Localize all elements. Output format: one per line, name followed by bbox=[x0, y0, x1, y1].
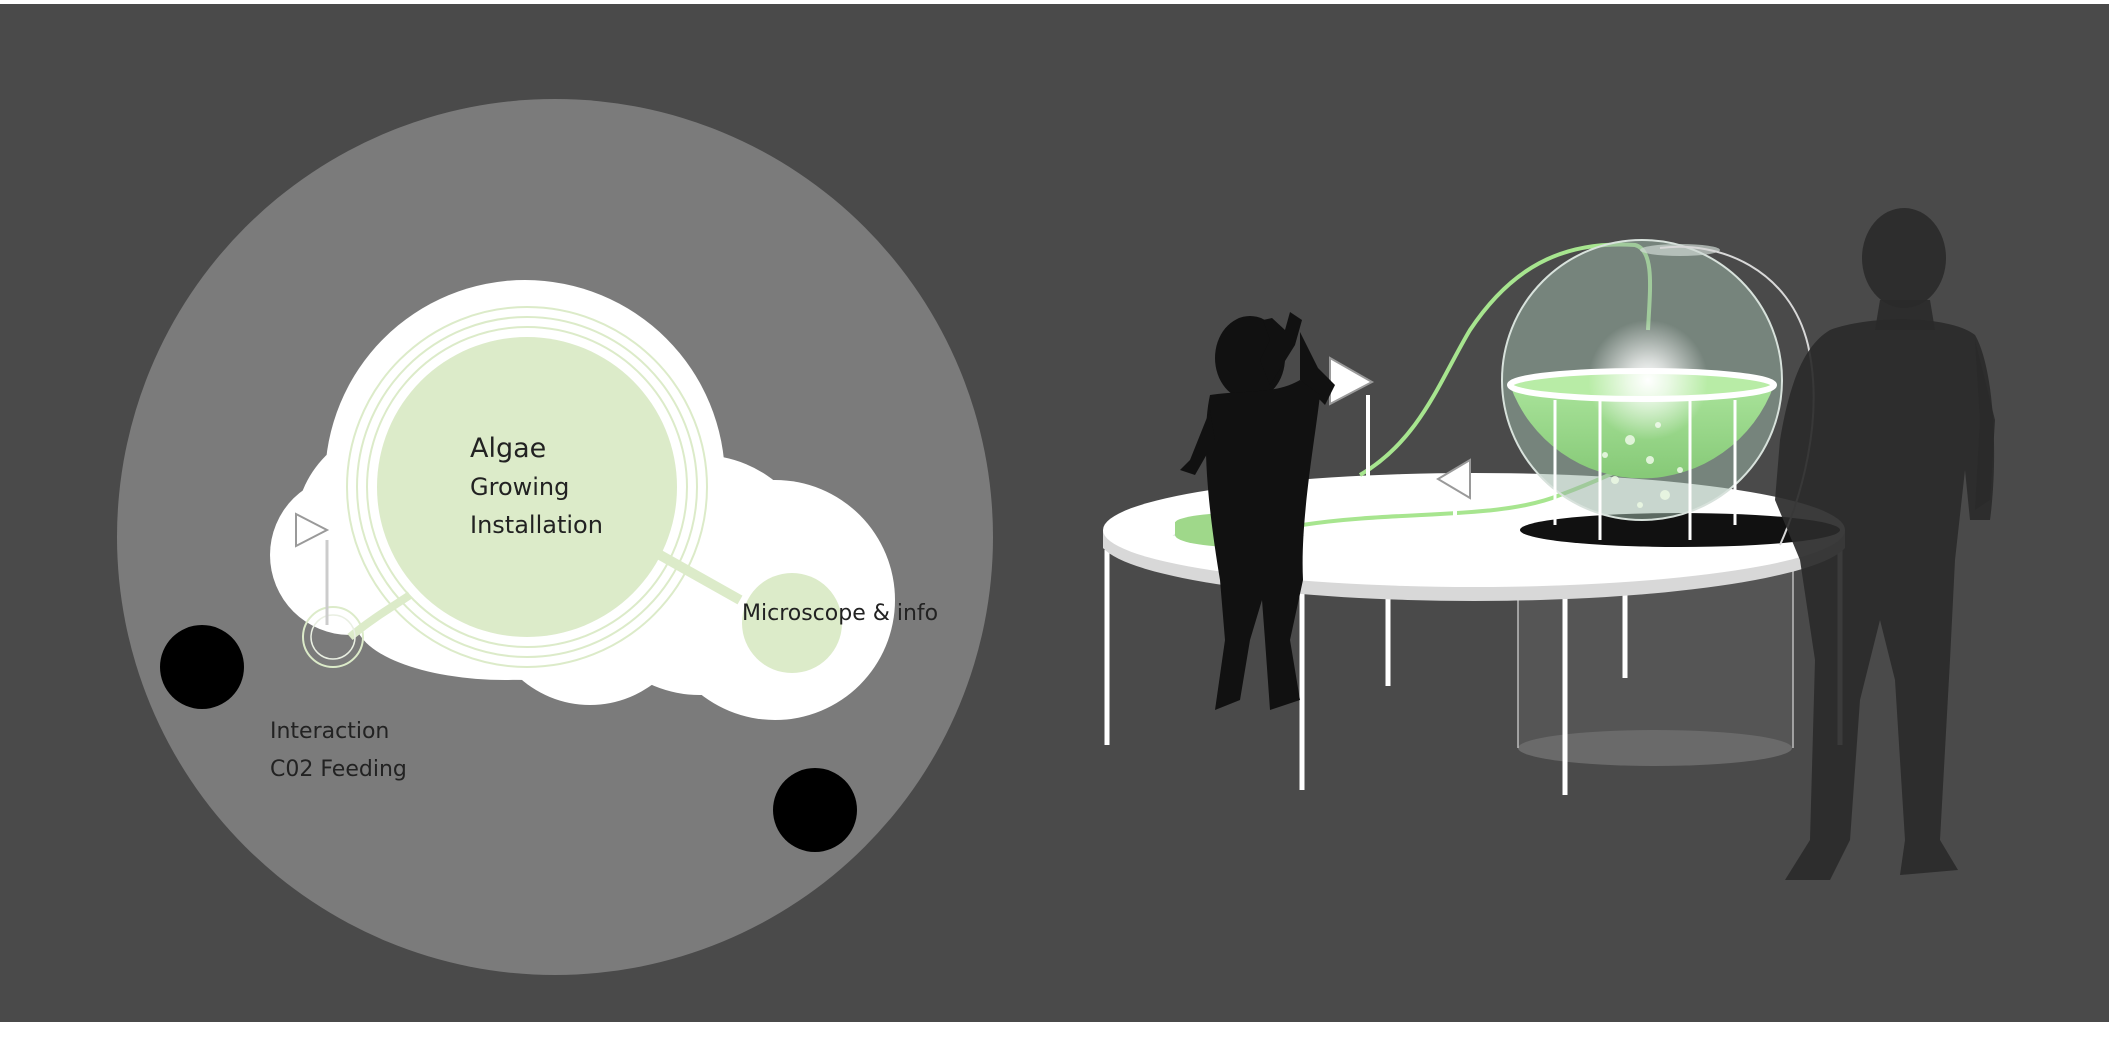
child-silhouette bbox=[1180, 312, 1335, 710]
algae-ring-inner bbox=[366, 326, 688, 648]
flag-icon bbox=[295, 512, 330, 625]
algae-label-line1: Algae bbox=[470, 433, 546, 464]
bottom-border bbox=[0, 1022, 2109, 1034]
algae-ring-outer bbox=[346, 306, 708, 668]
algae-growing-installation bbox=[377, 337, 677, 637]
interaction-label-line1: Interaction bbox=[270, 719, 389, 744]
top-border bbox=[0, 0, 2109, 4]
plan-view: Algae Growing Installation Microscope & … bbox=[117, 99, 993, 975]
interaction-station bbox=[302, 606, 364, 668]
sphere-bubbles bbox=[1602, 422, 1683, 508]
table-flag-right bbox=[1436, 458, 1471, 580]
sphere-glow bbox=[1588, 320, 1708, 440]
perspective-view bbox=[1103, 208, 1995, 880]
microscope-station bbox=[742, 573, 842, 673]
connector-microscope bbox=[657, 550, 743, 605]
algae-label-line3: Installation bbox=[470, 511, 603, 539]
connector-interaction bbox=[347, 591, 413, 641]
sphere-stand bbox=[1553, 400, 1737, 540]
plan-black-dot-left bbox=[160, 625, 244, 709]
interaction-station-inner bbox=[310, 614, 356, 660]
plan-black-dot-bottom bbox=[773, 768, 857, 852]
microscope-label: Microscope & info bbox=[742, 601, 938, 626]
algae-ring-middle bbox=[356, 316, 698, 658]
algae-label-line2: Growing bbox=[470, 473, 569, 501]
adult-silhouette bbox=[1775, 208, 1995, 880]
interaction-label-line2: C02 Feeding bbox=[270, 757, 407, 782]
algae-sphere bbox=[1501, 239, 1815, 546]
